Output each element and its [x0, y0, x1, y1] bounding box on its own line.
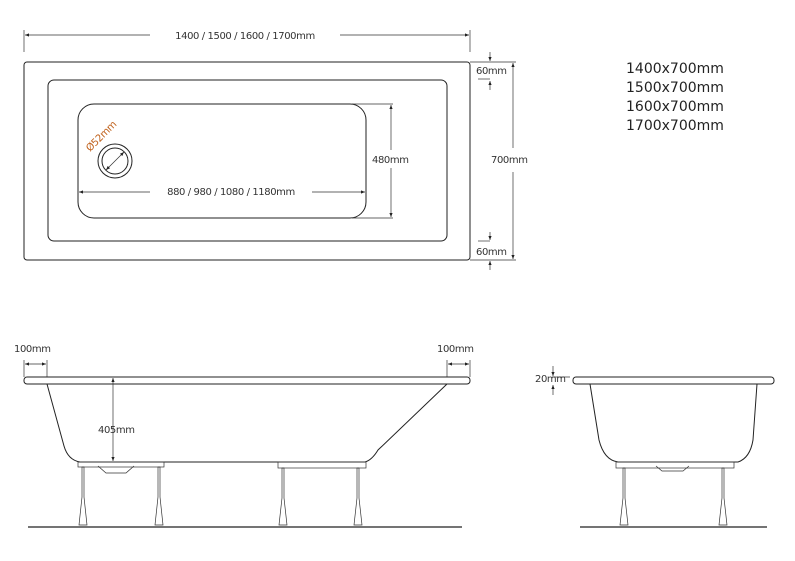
- top-view: 1400 / 1500 / 1600 / 1700mm Ø52mm 880 / …: [23, 30, 528, 270]
- width-label: 700mm: [491, 155, 528, 166]
- legs: [619, 467, 728, 526]
- rim-bottom-label: 60mm: [476, 247, 507, 258]
- drain-diameter-label: Ø52mm: [84, 119, 119, 154]
- drain-trap: [655, 465, 690, 472]
- basin-length-label: 880 / 980 / 1080 / 1180mm: [167, 187, 295, 198]
- support-frame: [615, 461, 735, 469]
- legs: [78, 466, 363, 526]
- right-overhang-label: 100mm: [437, 344, 474, 355]
- tub-body: [46, 383, 448, 463]
- drain-inner: [101, 147, 129, 175]
- basin-width-label: 480mm: [372, 155, 409, 166]
- size-item: 1400x700mm: [626, 61, 724, 77]
- length-dimension-label: 1400 / 1500 / 1600 / 1700mm: [175, 31, 315, 42]
- tub-rim: [572, 376, 775, 385]
- drain-outer: [97, 143, 133, 179]
- size-item: 1700x700mm: [626, 118, 724, 134]
- rim-thickness-label: 20mm: [535, 374, 566, 385]
- tub-basin: [77, 103, 367, 219]
- side-view: 100mm 100mm 405mm: [14, 344, 474, 528]
- size-item: 1600x700mm: [626, 99, 724, 115]
- left-overhang-label: 100mm: [14, 344, 51, 355]
- support-frame: [77, 461, 165, 468]
- drain-dimension-line: [105, 151, 125, 171]
- drain-trap: [97, 465, 135, 474]
- size-item: 1500x700mm: [626, 80, 724, 96]
- tub-rim: [23, 376, 471, 385]
- depth-label: 405mm: [98, 425, 135, 436]
- tub-body: [589, 383, 758, 463]
- tub-outer-rim: [23, 61, 471, 261]
- rim-top-label: 60mm: [476, 66, 507, 77]
- tub-inner-edge: [47, 79, 448, 242]
- size-list: 1400x700mm 1500x700mm 1600x700mm 1700x70…: [626, 61, 724, 134]
- support-frame: [277, 461, 367, 469]
- end-view: 20mm: [535, 366, 775, 528]
